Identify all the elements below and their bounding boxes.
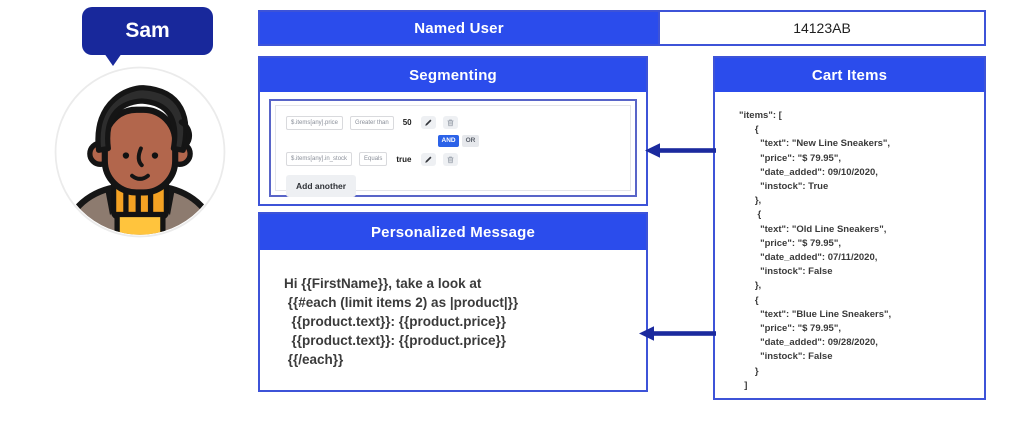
pencil-icon bbox=[424, 119, 432, 126]
rule-2-operator-select[interactable]: Equals bbox=[359, 152, 388, 166]
rule-1-delete-button[interactable] bbox=[442, 116, 458, 129]
trash-icon bbox=[447, 156, 453, 163]
personalized-message-panel: Personalized Message Hi {{FirstName}}, t… bbox=[258, 212, 648, 392]
user-name-label: Sam bbox=[125, 19, 170, 42]
and-toggle[interactable]: AND bbox=[438, 135, 460, 147]
segment-builder: $.items[any].price Greater than 50 AND bbox=[269, 99, 637, 197]
or-toggle[interactable]: OR bbox=[462, 135, 479, 147]
add-another-button[interactable]: Add another bbox=[286, 174, 357, 197]
speech-bubble-tail bbox=[104, 53, 122, 66]
segmenting-title: Segmenting bbox=[260, 58, 646, 92]
named-user-value: 14123AB bbox=[658, 12, 984, 44]
user-name-bubble: Sam bbox=[82, 7, 213, 55]
rule-1-edit-button[interactable] bbox=[420, 116, 436, 129]
rule-1-value[interactable]: 50 bbox=[402, 118, 412, 127]
rule-1-field-input[interactable]: $.items[any].price bbox=[286, 115, 344, 130]
cart-to-message-arrow bbox=[639, 326, 716, 341]
named-user-title: Named User bbox=[260, 12, 658, 44]
named-user-bar: Named User 14123AB bbox=[258, 10, 986, 46]
cart-to-segmenting-arrow bbox=[645, 143, 716, 158]
segment-rule-card: $.items[any].price Greater than 50 AND bbox=[275, 105, 631, 197]
cart-items-json: "items": [ { "text": "New Line Sneakers"… bbox=[739, 110, 892, 391]
trash-icon bbox=[447, 119, 454, 127]
avatar-illustration bbox=[54, 66, 226, 238]
segment-rule-row-2: $.items[any].in_stock Equals true bbox=[286, 152, 620, 167]
conjunction-toggle: AND OR bbox=[438, 135, 620, 147]
personalized-message-title: Personalized Message bbox=[260, 214, 646, 250]
user-avatar bbox=[52, 64, 228, 240]
rule-1-operator-select[interactable]: Greater than bbox=[350, 115, 394, 130]
segment-rule-row-1: $.items[any].price Greater than 50 bbox=[286, 115, 620, 130]
message-template-text: Hi {{FirstName}}, take a look at {{#each… bbox=[284, 276, 519, 367]
rule-2-delete-button[interactable] bbox=[442, 152, 458, 166]
rule-2-edit-button[interactable] bbox=[420, 152, 436, 166]
rule-2-field-input[interactable]: $.items[any].in_stock bbox=[286, 152, 353, 166]
cart-items-title: Cart Items bbox=[715, 58, 984, 92]
pencil-icon bbox=[424, 156, 431, 163]
rule-2-value[interactable]: true bbox=[396, 154, 412, 164]
segmenting-panel: Segmenting $.items[any].price Greater th… bbox=[258, 56, 648, 206]
cart-items-panel: Cart Items "items": [ { "text": "New Lin… bbox=[713, 56, 986, 400]
